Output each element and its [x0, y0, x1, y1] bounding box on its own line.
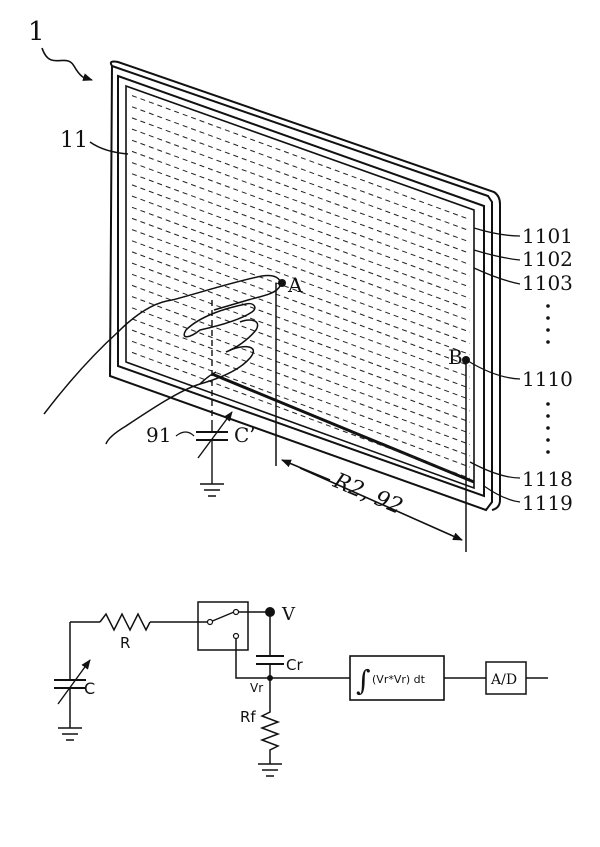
panel-back-edge [109, 60, 501, 511]
electrode-dashed-line [131, 117, 471, 243]
v-label: V [281, 604, 296, 625]
leader-1101 [473, 227, 521, 237]
electrode-dashed-line [131, 307, 471, 434]
electrode-dashed-line [131, 329, 471, 457]
electrode-dashed-line [131, 162, 471, 288]
hand-illustration [43, 274, 282, 445]
electrode-dashed-line [131, 262, 471, 389]
point-a-label: A [287, 273, 303, 297]
electrode-label-1110: 1110 [522, 367, 573, 391]
electrode-label-1118: 1118 [522, 467, 573, 491]
rf-label: Rf [240, 708, 256, 726]
r-label: R [120, 634, 130, 652]
c-prime-variable-arrow [197, 411, 233, 459]
ref-11-label: 11 [60, 128, 88, 153]
panel-outer-edge [108, 64, 493, 512]
electrode-dashed-line [131, 106, 471, 232]
panel-active-area [125, 84, 475, 490]
switch-pivot [206, 618, 214, 626]
electrode-label-1119: 1119 [522, 491, 573, 515]
cr-capacitor-plates [256, 655, 284, 665]
resistor-r-zigzag [99, 612, 151, 632]
ref-91-label: 91 [146, 423, 171, 447]
dimension-label: R2, 92 [329, 468, 406, 520]
dimension-arrow-right [299, 467, 463, 541]
electrode-label-1101: 1101 [522, 224, 573, 248]
electrode-dashed-line [131, 340, 471, 468]
ref-11-leader [89, 141, 129, 155]
c-prime-ground-symbol [200, 483, 224, 497]
point-b-marker [462, 356, 470, 364]
electrode-dashed-line [131, 273, 471, 401]
electrode-label-1103: 1103 [522, 271, 573, 295]
switch-contact-cr [232, 632, 240, 640]
electrode-dashed-line [131, 217, 471, 344]
c-prime-label: C’ [234, 423, 256, 447]
electrode-dashed-line [131, 296, 471, 423]
electrode-dashed-line [131, 184, 471, 311]
integrator-label: (Vr*Vr) dt [372, 673, 426, 686]
rf-ground-symbol [258, 763, 282, 777]
vr-label: Vr [250, 681, 263, 695]
leader-1103 [473, 267, 521, 285]
ref-1-arrow [41, 47, 93, 81]
electrode-dashed-line [131, 206, 471, 333]
resistor-rf [259, 678, 281, 764]
electrode-dashed-line [131, 229, 471, 356]
touch-panel-drawing: 1 11 1101 1102 1103 1110 1118 1119 [28, 17, 573, 552]
electrode-lines [131, 95, 471, 479]
ellipsis-dots-lower [546, 402, 550, 454]
electrode-dashed-line [131, 95, 471, 221]
leader-1119 [483, 485, 521, 503]
ellipsis-dots-upper [546, 304, 550, 344]
c-ground-symbol [58, 727, 82, 741]
sensing-circuit: C R V Cr Vr Rf ∫ (Vr*Vr) dt [54, 601, 548, 777]
electrode-dashed-line [131, 195, 471, 322]
electrode-dashed-line [131, 351, 471, 479]
point-b-label: B [448, 345, 463, 369]
ref-91-leader [175, 431, 195, 437]
leader-1118 [469, 461, 521, 479]
c-label: C [84, 679, 95, 698]
electrode-dashed-line [131, 150, 471, 277]
electrode-dashed-line [131, 173, 471, 299]
dimension-arrow-left [281, 459, 331, 481]
switch-blade [209, 611, 235, 623]
adc-label: A/D [490, 672, 517, 688]
electrode-dashed-line [131, 128, 471, 254]
integral-sign: ∫ [356, 664, 371, 697]
electrode-dashed-line [131, 139, 471, 266]
leader-1102 [473, 249, 521, 261]
switch-contact-v [232, 608, 240, 616]
switch-box [197, 601, 249, 651]
cr-label: Cr [286, 656, 303, 674]
leader-1110 [467, 360, 521, 380]
electrode-dashed-line [131, 318, 471, 446]
panel-inner-frame [117, 74, 485, 498]
c-variable-arrow [57, 659, 91, 705]
ref-1-label: 1 [28, 17, 45, 47]
electrode-dashed-line [131, 240, 471, 367]
node-wire [235, 638, 350, 679]
electrode-label-1102: 1102 [522, 247, 573, 271]
electrode-dashed-line [131, 251, 471, 378]
electrode-dashed-line [131, 284, 471, 412]
